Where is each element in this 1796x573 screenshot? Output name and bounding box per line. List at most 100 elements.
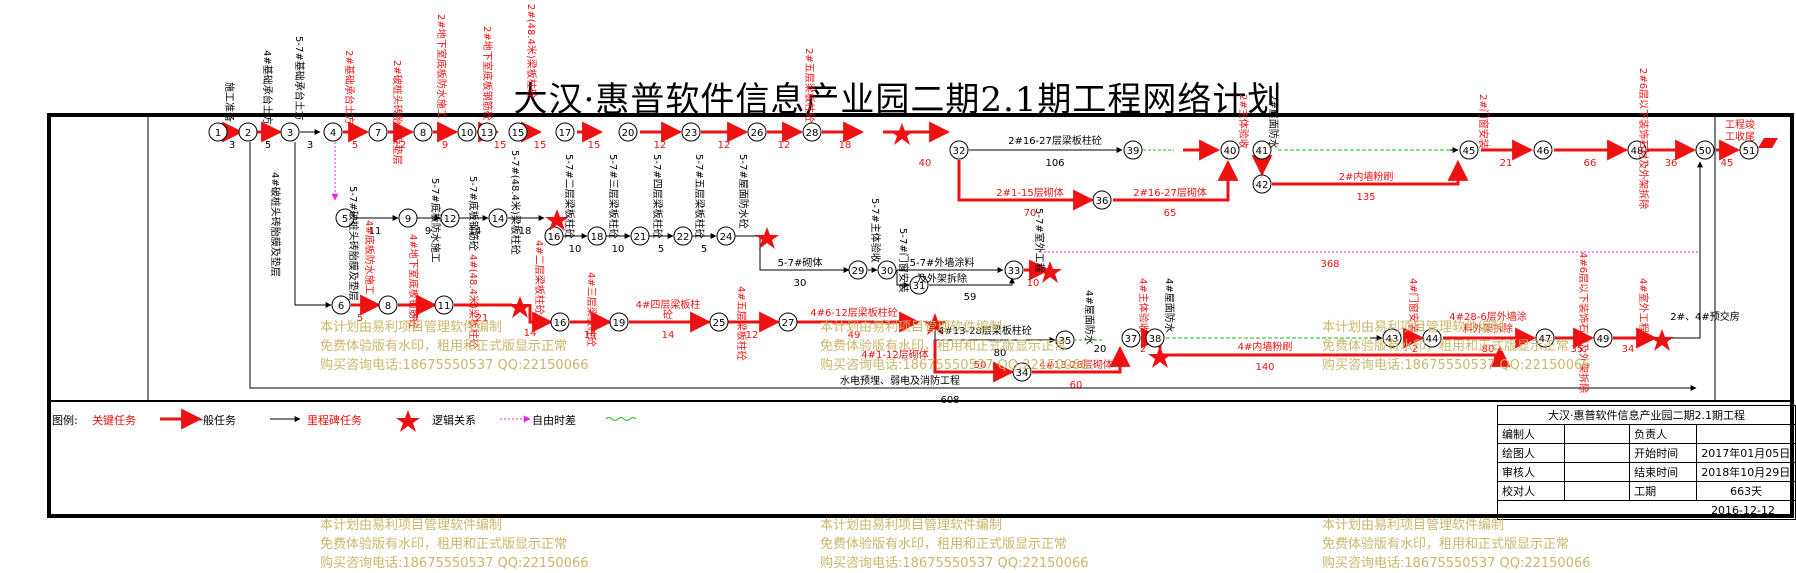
svg-text:3: 3 <box>307 140 313 151</box>
svg-text:10: 10 <box>1027 278 1040 289</box>
svg-text:12: 12 <box>444 214 457 225</box>
svg-text:23: 23 <box>685 128 698 139</box>
svg-text:11: 11 <box>438 301 451 312</box>
svg-text:15: 15 <box>512 128 525 139</box>
nodes: 1 2 3 4 7 8 10 13 15 17 20 23 26 28 32 3… <box>208 122 1759 382</box>
svg-text:4#底板防水施工: 4#底板防水施工 <box>363 220 376 295</box>
svg-text:6: 6 <box>338 301 344 312</box>
svg-text:46: 46 <box>1537 146 1550 157</box>
svg-text:49: 49 <box>848 330 861 341</box>
svg-text:49: 49 <box>1597 334 1610 345</box>
svg-text:水电预埋、弱电及消防工程: 水电预埋、弱电及消防工程 <box>840 374 960 387</box>
info-key: 编制人 <box>1497 424 1565 444</box>
info-key: 校对人 <box>1497 481 1565 501</box>
svg-text:38: 38 <box>1149 334 1162 345</box>
svg-text:60: 60 <box>1070 380 1083 391</box>
svg-text:4#四层梁板柱: 4#四层梁板柱 <box>636 298 701 311</box>
svg-text:40: 40 <box>1224 146 1237 157</box>
svg-text:17: 17 <box>559 128 572 139</box>
svg-text:30: 30 <box>794 278 807 289</box>
svg-text:2#(48.4米)梁板柱砼: 2#(48.4米)梁板柱砼 <box>525 4 538 99</box>
svg-text:16: 16 <box>554 318 567 329</box>
milestone-stars <box>508 123 1778 368</box>
svg-text:4#地下室底板钢筋砼: 4#地下室底板钢筋砼 <box>407 234 420 329</box>
legend-normal-label: 一般任务 <box>192 414 236 427</box>
svg-text:40: 40 <box>919 158 932 169</box>
svg-text:21: 21 <box>476 313 489 324</box>
svg-text:65: 65 <box>1164 208 1177 219</box>
svg-text:70: 70 <box>1024 208 1037 219</box>
svg-text:2: 2 <box>1140 344 1146 355</box>
watermark-line: 免费体验版有水印，租用和正式版显示正常 <box>820 537 1068 552</box>
watermark-line: 本计划由易利项目管理软件编制 <box>820 320 1003 335</box>
watermark: 本计划由易利项目管理软件编制 免费体验版有水印，租用和正式版显示正常 购买咨询电… <box>820 516 1089 573</box>
legend-milestone-label: 里程碑任务 <box>307 414 362 427</box>
watermark-line: 本计划由易利项目管理软件编制 <box>820 518 1003 533</box>
svg-text:51: 51 <box>1743 146 1756 157</box>
svg-text:4#屋面防水: 4#屋面防水 <box>1163 278 1176 333</box>
svg-text:608: 608 <box>940 395 959 406</box>
svg-text:48: 48 <box>1631 146 1644 157</box>
svg-text:5-7#底板钢筋砼: 5-7#底板钢筋砼 <box>467 176 480 251</box>
svg-text:33: 33 <box>1008 266 1021 277</box>
svg-text:36: 36 <box>1096 196 1109 207</box>
svg-text:32: 32 <box>953 146 966 157</box>
svg-text:5-7#外墙涂料: 5-7#外墙涂料 <box>910 256 975 269</box>
watermark-line: 购买咨询电话:18675550537 QQ:22150066 <box>1322 556 1591 571</box>
svg-text:14: 14 <box>492 214 505 225</box>
svg-text:18: 18 <box>591 232 604 243</box>
svg-text:9: 9 <box>442 140 448 151</box>
svg-text:4: 4 <box>330 128 336 139</box>
svg-text:10: 10 <box>612 244 625 255</box>
svg-text:41: 41 <box>1256 146 1269 157</box>
svg-text:2#内墙粉刷: 2#内墙粉刷 <box>1339 170 1394 183</box>
svg-text:16: 16 <box>548 232 561 243</box>
watermark-line: 本计划由易利项目管理软件编制 <box>1322 320 1505 335</box>
svg-text:5-7#(48.4米)梁板柱砼: 5-7#(48.4米)梁板柱砼 <box>509 150 522 255</box>
vertical-labels: 施工准备 4#基础承台土方 5-7#基础承台土方 2#基础承台土方 2#破桩头砖… <box>223 4 1650 393</box>
info-key: 绘图人 <box>1497 443 1565 463</box>
svg-text:5-7#二层梁板柱砼: 5-7#二层梁板柱砼 <box>563 154 576 239</box>
info-key: 工期 <box>1629 481 1698 501</box>
watermark: 本计划由易利项目管理软件编制 免费体验版有水印，租用和正式版显示正常 购买咨询电… <box>1322 318 1591 375</box>
info-title: 大汉·惠普软件信息产业园二期2.1期工程 <box>1497 405 1796 425</box>
svg-text:2#1-15层砌体: 2#1-15层砌体 <box>996 187 1063 199</box>
svg-text:135: 135 <box>1356 192 1375 203</box>
svg-text:14: 14 <box>524 328 537 339</box>
svg-text:14: 14 <box>662 330 675 341</box>
svg-text:5-7#五层梁板柱砼: 5-7#五层梁板柱砼 <box>693 154 706 239</box>
svg-text:8: 8 <box>420 128 426 139</box>
svg-text:2#6层以下装饰石材及外架拆除: 2#6层以下装饰石材及外架拆除 <box>1637 68 1650 209</box>
svg-text:11: 11 <box>369 226 382 237</box>
svg-text:42: 42 <box>1256 180 1269 191</box>
svg-text:3: 3 <box>287 128 293 139</box>
info-table: 大汉·惠普软件信息产业园二期2.1期工程 编制人 负责人 绘图人 开始时间 20… <box>1497 405 1796 520</box>
svg-text:80: 80 <box>994 348 1007 359</box>
info-key: 审核人 <box>1497 462 1565 482</box>
svg-text:45: 45 <box>1463 146 1476 157</box>
svg-text:4#28-6层外墙涂: 4#28-6层外墙涂 <box>1449 310 1526 323</box>
svg-text:5: 5 <box>658 244 664 255</box>
svg-text:34: 34 <box>1622 344 1635 355</box>
svg-text:3: 3 <box>229 140 235 151</box>
svg-text:5: 5 <box>265 140 271 151</box>
svg-text:12: 12 <box>778 140 791 151</box>
svg-text:5-7#室外工程: 5-7#室外工程 <box>1033 208 1046 273</box>
watermark-line: 本计划由易利项目管理软件编制 <box>1322 518 1505 533</box>
svg-text:2: 2 <box>1412 344 1418 355</box>
svg-text:21: 21 <box>1500 158 1513 169</box>
svg-text:35: 35 <box>1571 344 1584 355</box>
svg-text:7: 7 <box>375 128 381 139</box>
svg-text:9: 9 <box>425 226 431 237</box>
svg-text:36: 36 <box>1665 158 1678 169</box>
svg-text:14: 14 <box>469 226 482 237</box>
watermark: 本计划由易利项目管理软件编制 免费体验版有水印，租用和正式版显示正常 购买咨询电… <box>320 516 589 573</box>
svg-text:47: 47 <box>1539 334 1552 345</box>
svg-text:4#内墙粉刷: 4#内墙粉刷 <box>1238 340 1293 353</box>
info-value <box>1563 424 1631 444</box>
svg-text:26: 26 <box>751 128 764 139</box>
svg-text:4#6层以下装饰石材及外架拆除: 4#6层以下装饰石材及外架拆除 <box>1577 252 1590 393</box>
svg-text:13: 13 <box>481 128 494 139</box>
watermark-line: 免费体验版有水印，租用和正式版显示正常 <box>820 339 1068 354</box>
